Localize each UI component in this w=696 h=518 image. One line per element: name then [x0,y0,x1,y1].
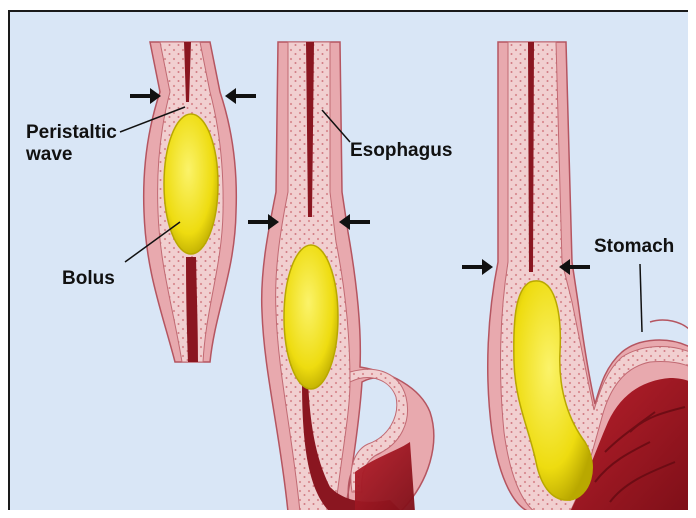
label-esophagus: Esophagus [350,140,452,162]
diagram-panel: Peristaltic wave Esophagus Bolus Stomach [8,10,688,510]
label-peristaltic-wave: Peristaltic wave [26,122,117,166]
label-peristaltic-line2: wave [26,144,117,166]
peristalsis-illustration [10,12,688,510]
label-bolus: Bolus [62,268,115,290]
bolus-shape-1 [164,114,218,254]
esophagus-stage-2 [262,42,434,510]
label-stomach: Stomach [594,236,674,258]
bolus-shape-2 [284,245,338,389]
label-peristaltic-line1: Peristaltic [26,122,117,144]
arrow-right-icon [462,259,493,275]
arrow-left-icon [225,88,256,104]
esophagus-stage-3 [488,42,688,510]
stomach-pointer-line [640,264,642,332]
